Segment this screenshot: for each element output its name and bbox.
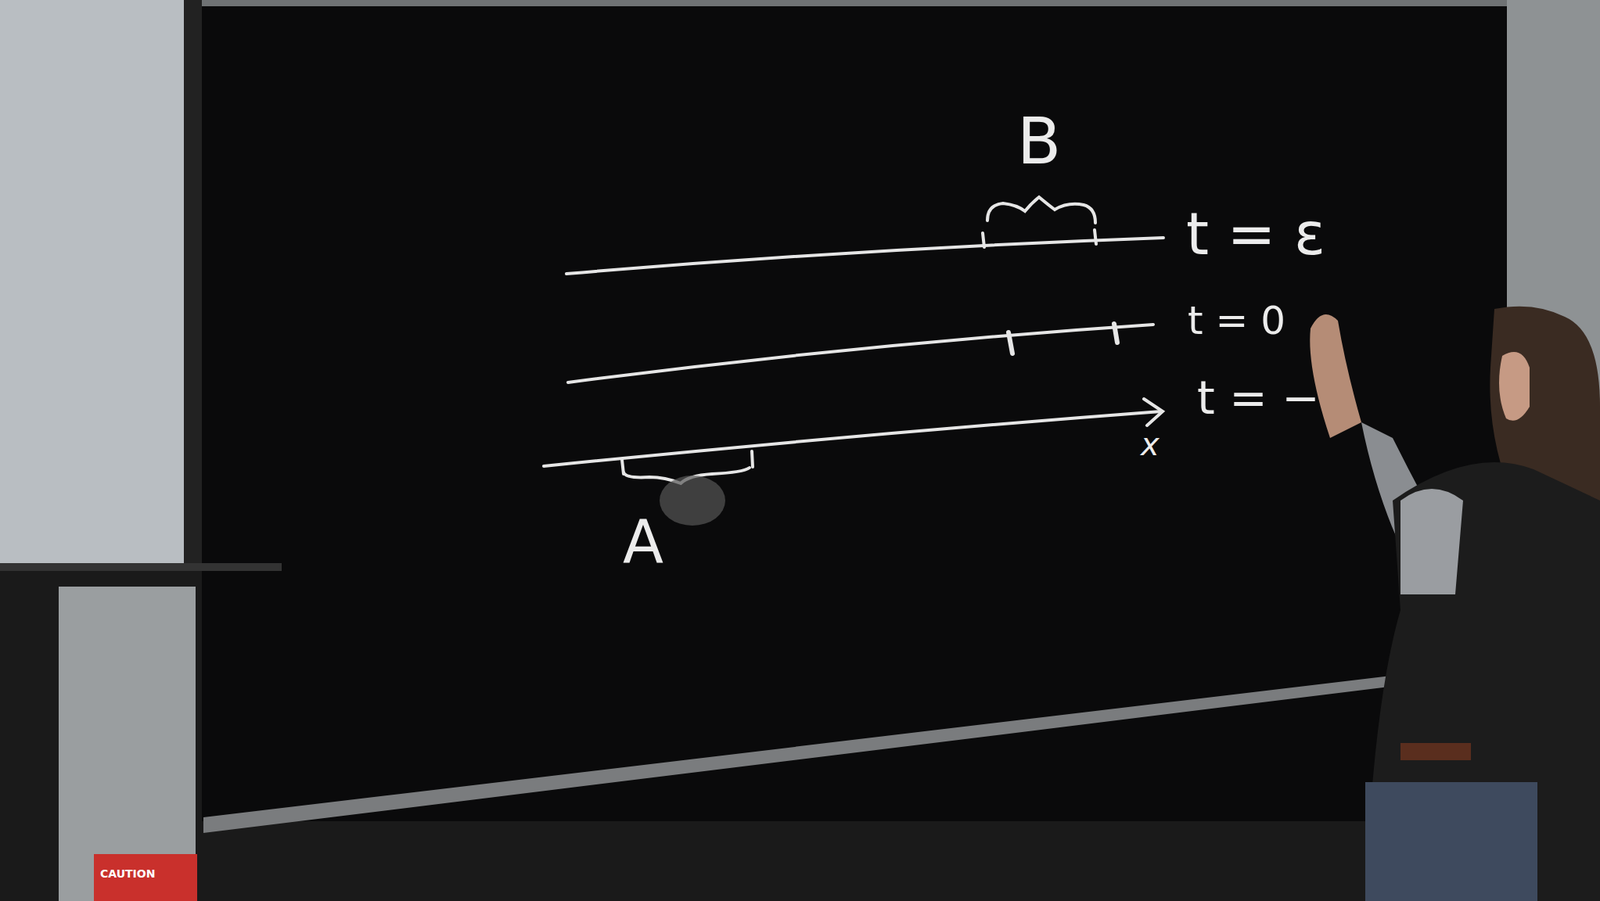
time-label: t = 0 (1187, 301, 1286, 341)
shoulder-sleeve (1400, 488, 1464, 595)
cabinet (58, 586, 196, 901)
time-slice-line (568, 324, 1154, 383)
board-frame (201, 0, 1507, 7)
face (1499, 352, 1530, 421)
region-label: B (1017, 109, 1061, 174)
time-label: t = ε (1186, 204, 1326, 263)
arrowhead (1143, 399, 1163, 426)
projection-screen (0, 0, 184, 564)
region-label: A (622, 512, 664, 572)
interval-tick (1008, 323, 1118, 354)
jeans (1365, 782, 1538, 901)
blackboard (201, 0, 1507, 822)
brace (987, 197, 1096, 223)
caution-sign (93, 854, 198, 901)
time-label: t = − (1197, 375, 1320, 421)
screen-bottom (0, 563, 282, 572)
chalk-tray (203, 674, 1409, 834)
axis-label: x (1140, 428, 1160, 461)
time-slice-line (566, 237, 1164, 274)
time-axis-line (543, 411, 1162, 467)
chalk-smudge (659, 475, 726, 526)
belt (1400, 743, 1471, 761)
vest (1365, 462, 1600, 901)
interval-tick (982, 230, 1097, 248)
lecturer (1309, 306, 1600, 901)
interval-tick (622, 451, 753, 475)
chalk-drawing (543, 197, 1164, 484)
warning-sign-text: CAUTION (100, 868, 155, 880)
